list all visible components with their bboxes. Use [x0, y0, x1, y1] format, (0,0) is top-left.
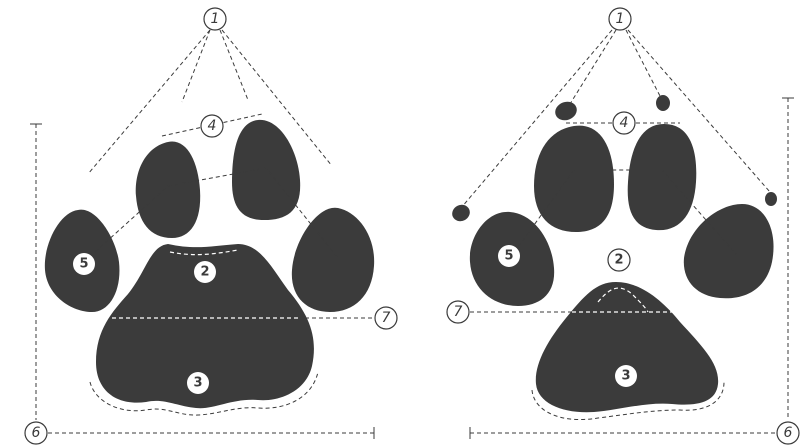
left-ray-4: [221, 29, 333, 167]
svg-text:3: 3: [193, 376, 202, 391]
right-label-6: 6: [776, 421, 800, 445]
svg-text:6: 6: [32, 425, 41, 441]
left-ray-1: [87, 29, 211, 175]
left-ray-2: [181, 29, 211, 103]
left-toe-pad-outer-right: [291, 207, 375, 312]
right-claw-4: [765, 192, 777, 206]
left-ray-3: [219, 29, 249, 101]
left-metacarpal-pad: [96, 244, 314, 409]
right-label-3: 3: [615, 365, 637, 387]
right-paw: 1 4 5 2 3 7 6: [446, 7, 800, 445]
svg-text:4: 4: [620, 115, 629, 131]
right-pad-top-line: [597, 287, 649, 313]
right-label-2: 2: [607, 248, 631, 272]
left-label-2: 2: [194, 261, 216, 283]
left-label-1: 1: [203, 7, 227, 31]
left-label-7: 7: [374, 306, 398, 330]
svg-text:7: 7: [454, 304, 463, 320]
left-toe-pad-inner-left: [135, 141, 201, 238]
left-label-4: 4: [200, 114, 224, 138]
svg-text:1: 1: [211, 11, 220, 27]
svg-text:4: 4: [208, 118, 217, 134]
right-ray-3: [625, 29, 661, 97]
right-label-1: 1: [608, 7, 632, 31]
right-ray-1: [460, 29, 613, 209]
right-toe-arc: [509, 169, 737, 259]
svg-text:7: 7: [382, 310, 391, 326]
svg-text:5: 5: [504, 249, 513, 264]
right-toe-pad-inner-right: [627, 124, 697, 231]
svg-text:5: 5: [79, 257, 88, 272]
right-claw-1: [452, 204, 470, 222]
left-toe-arc: [94, 167, 339, 259]
right-label-4: 4: [612, 111, 636, 135]
svg-text:3: 3: [621, 369, 630, 384]
right-label-7: 7: [446, 300, 470, 324]
right-claw-3: [656, 95, 670, 111]
left-label-6: 6: [24, 421, 48, 445]
right-ray-2: [569, 29, 617, 105]
left-paw: 1 4 5 2 3 7 6: [24, 7, 398, 445]
left-label-5: 5: [73, 253, 95, 275]
right-claw-2: [555, 101, 577, 121]
svg-text:2: 2: [200, 265, 209, 280]
svg-text:6: 6: [784, 425, 793, 441]
right-toe-pad-inner-left: [534, 125, 614, 232]
right-label-5: 5: [498, 245, 520, 267]
svg-text:1: 1: [616, 11, 625, 27]
left-toe-pad-inner-right: [232, 119, 301, 220]
left-label-3: 3: [187, 372, 209, 394]
right-pad-outline: [531, 381, 725, 421]
left-pad-outline: [89, 371, 319, 416]
right-ray-4: [627, 29, 771, 193]
right-metacarpal-pad: [535, 282, 719, 413]
svg-text:2: 2: [614, 253, 623, 268]
right-toe-pad-outer-right: [683, 204, 774, 299]
